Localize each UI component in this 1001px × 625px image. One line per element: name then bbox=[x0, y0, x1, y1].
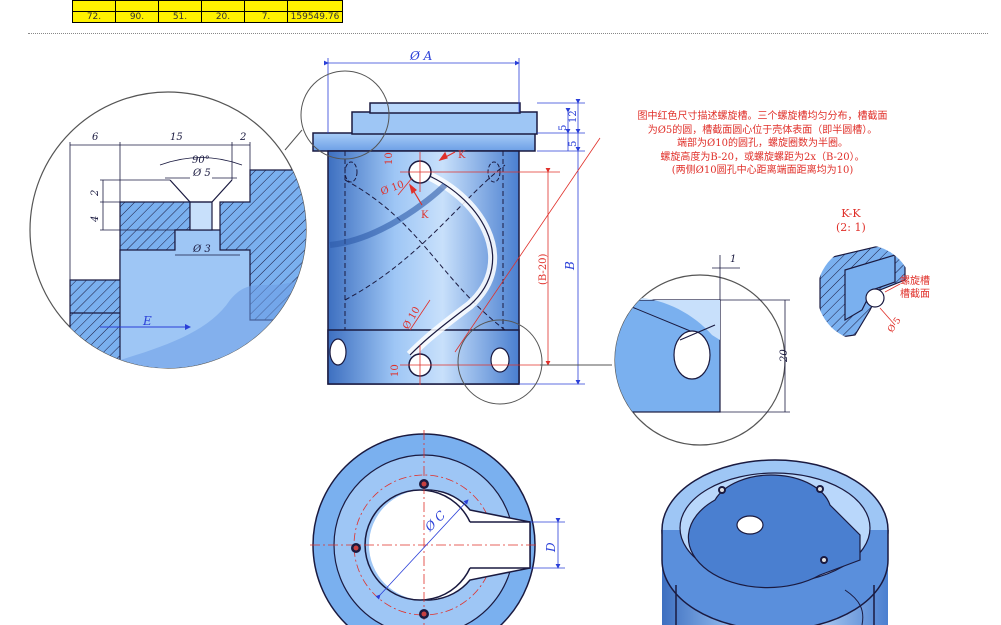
section-scale: (2: 1) bbox=[836, 221, 866, 234]
iso-view bbox=[661, 459, 889, 625]
dim-ten-bottom: 10 bbox=[390, 364, 401, 377]
k-label-bottom: K bbox=[421, 210, 429, 221]
dim-four: 4 bbox=[90, 216, 101, 223]
note-line: (两侧Ø10圆孔中心距离端面距离均为10) bbox=[671, 165, 854, 176]
dim-twenty: 20 bbox=[779, 349, 790, 363]
dim-b: B bbox=[563, 261, 577, 271]
table-cell: 159549.76 bbox=[287, 11, 343, 23]
detail-view-right: 1 20 bbox=[614, 254, 790, 446]
detail-view-left: 6 15 2 90° Ø 5 2 4 Ø 3 E bbox=[29, 91, 307, 369]
dim-ninety: 90° bbox=[192, 155, 210, 166]
dim-one: 1 bbox=[730, 254, 736, 265]
table-cell: 90. bbox=[115, 11, 159, 23]
note-line: 图中红色尺寸描述螺旋槽。三个螺旋槽均匀分布，槽截面 bbox=[637, 111, 888, 122]
section-title-text: K-K bbox=[841, 207, 861, 220]
dim-phi-a: Ø A bbox=[409, 49, 433, 63]
top-view: Ø C D bbox=[310, 430, 565, 625]
dim-d: D bbox=[544, 542, 558, 553]
kk-label-section: 槽截面 bbox=[900, 287, 930, 300]
front-view: K K 10 Ø 10 Ø 10 10 (B-20) Ø A 12 5 5 B bbox=[284, 49, 612, 405]
dim-twelve: 12 bbox=[568, 110, 579, 123]
dim-six: 6 bbox=[92, 132, 99, 143]
top-cap bbox=[351, 111, 538, 135]
kk-label-groove: 螺旋槽 bbox=[900, 274, 930, 287]
dim-b-minus-20: (B-20) bbox=[538, 253, 549, 285]
dim-five-b: 5 bbox=[568, 141, 579, 147]
dim-fifteen: 15 bbox=[170, 132, 183, 143]
dim-two-top: 2 bbox=[239, 132, 246, 143]
top-flange bbox=[312, 132, 536, 152]
dim-phi3: Ø 3 bbox=[192, 244, 211, 255]
table-row: 72. 90. 51. 20. 7. 159549.76 bbox=[72, 11, 343, 23]
note-line: 螺旋高度为B-20，或螺旋螺距为2x（B-20）。 bbox=[660, 151, 865, 163]
detail-circle-top bbox=[300, 70, 390, 160]
section-title: K-K (2: 1) bbox=[836, 207, 866, 235]
dim-ten-top: 10 bbox=[384, 152, 395, 165]
top-rim bbox=[369, 102, 521, 114]
k-label-top: K bbox=[458, 150, 466, 161]
section-kk: 螺旋槽 槽截面 Ø 5 bbox=[817, 245, 930, 341]
data-table: 72. 90. 51. 20. 7. 159549.76 bbox=[72, 0, 343, 23]
dim-e: E bbox=[142, 314, 152, 328]
dim-two-left: 2 bbox=[90, 190, 101, 197]
dim-five-a: 5 bbox=[558, 125, 569, 131]
dim-phi5: Ø 5 bbox=[192, 168, 211, 179]
red-note: 图中红色尺寸描述螺旋槽。三个螺旋槽均匀分布，槽截面 为Ø5的圆，槽截面圆心位于壳… bbox=[590, 110, 935, 178]
note-line: 端部为Ø10的圆孔，螺旋圈数为半圈。 bbox=[677, 138, 848, 149]
separator-line bbox=[28, 33, 988, 34]
note-line: 为Ø5的圆，槽截面圆心位于壳体表面（即半圆槽）。 bbox=[647, 124, 878, 136]
detail-circle-bottom bbox=[457, 319, 543, 405]
